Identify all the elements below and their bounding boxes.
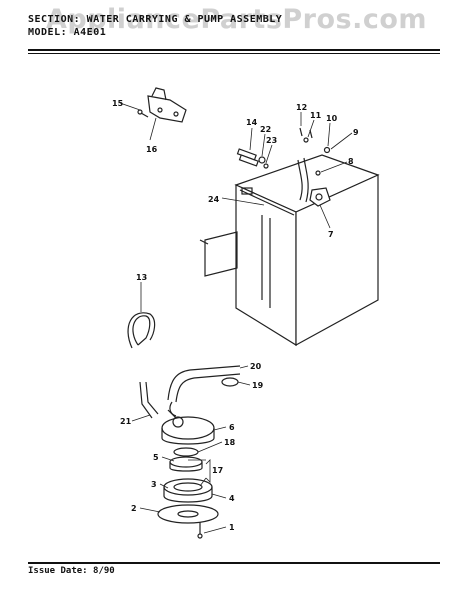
callout-3: 3 bbox=[151, 480, 157, 489]
callout-4: 4 bbox=[229, 494, 235, 503]
issue-date: Issue Date: 8/90 bbox=[28, 566, 115, 576]
callout-1: 1 bbox=[229, 523, 235, 532]
hose-13-part bbox=[132, 315, 151, 346]
callout-14: 14 bbox=[246, 118, 258, 127]
callout-2: 2 bbox=[131, 504, 137, 513]
header-rule-thin bbox=[28, 53, 440, 54]
callout-24: 24 bbox=[208, 195, 220, 204]
gear-part bbox=[169, 456, 203, 472]
model-number: MODEL: A4E01 bbox=[28, 27, 107, 38]
bracket-part bbox=[147, 87, 187, 123]
callout-18: 18 bbox=[224, 438, 236, 447]
hose-21-part bbox=[139, 381, 153, 419]
callout-10: 10 bbox=[326, 114, 338, 123]
section-title: SECTION: WATER CARRYING & PUMP ASSEMBLY bbox=[28, 14, 283, 25]
callout-23: 23 bbox=[266, 136, 277, 145]
hose-20-part bbox=[167, 365, 241, 401]
bottom-screw-part bbox=[197, 522, 203, 539]
side-panel-part bbox=[204, 231, 238, 277]
callout-13: 13 bbox=[136, 273, 147, 282]
callout-11: 11 bbox=[310, 111, 322, 120]
callout-21: 21 bbox=[120, 417, 132, 426]
callout-12: 12 bbox=[296, 103, 307, 112]
pump-part bbox=[161, 409, 215, 445]
base-plate-part bbox=[157, 504, 219, 524]
callout-17: 17 bbox=[212, 466, 223, 475]
callout-22: 22 bbox=[260, 125, 271, 134]
hose-fittings-part bbox=[236, 148, 269, 169]
clamp-part bbox=[221, 377, 239, 387]
callout-9: 9 bbox=[353, 128, 359, 137]
seal-part bbox=[173, 447, 199, 457]
callout-8: 8 bbox=[348, 157, 354, 166]
callout-20: 20 bbox=[250, 362, 262, 371]
callout-19: 19 bbox=[252, 381, 264, 390]
footer-rule bbox=[28, 562, 440, 564]
leader-lines bbox=[119, 102, 353, 534]
pulley-part bbox=[163, 478, 213, 503]
callout-7: 7 bbox=[328, 230, 334, 239]
callout-15: 15 bbox=[112, 99, 124, 108]
callout-6: 6 bbox=[229, 423, 235, 432]
screw-part bbox=[137, 109, 149, 118]
callout-5: 5 bbox=[153, 453, 159, 462]
cabinet-part bbox=[234, 127, 380, 347]
callout-16: 16 bbox=[146, 145, 158, 154]
header-rule bbox=[28, 49, 440, 51]
